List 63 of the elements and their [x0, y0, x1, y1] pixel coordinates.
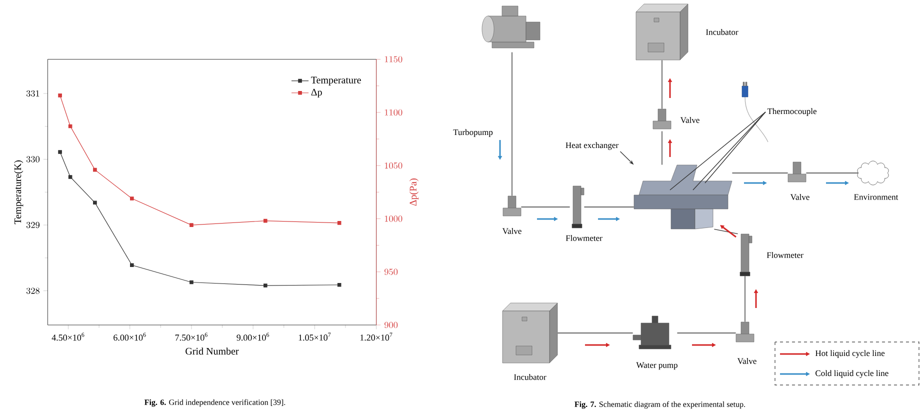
- pipe-line: [676, 332, 736, 334]
- y2-tick-label: 1150: [384, 56, 402, 62]
- point: [93, 200, 97, 205]
- legend-entry: Cold liquid cycle line: [780, 370, 888, 378]
- component-label: Valve: [737, 358, 756, 364]
- y-tick-label: 330: [26, 156, 40, 162]
- component-label: Water pump: [636, 362, 678, 370]
- pipe-line: [557, 332, 634, 334]
- x-tick-label: 7.50×10$^{6}$: [175, 332, 208, 341]
- point: [190, 280, 194, 284]
- y-tick-label: 331: [26, 90, 40, 97]
- x-tick-label: 1.05×10$^{7}$: [298, 332, 331, 341]
- y-tick-label: 329: [26, 222, 40, 228]
- component-label: Valve: [502, 228, 522, 234]
- y2-tick-label: 1100: [384, 109, 402, 116]
- pipe-line: [744, 276, 746, 322]
- component-label: Incubator: [706, 29, 738, 35]
- point: [130, 196, 134, 200]
- point: [58, 150, 62, 154]
- component-label: Incubator: [514, 374, 546, 380]
- x-tick-label: 1.20×10$^{7}$: [360, 332, 392, 341]
- point: [190, 223, 194, 227]
- point: [337, 282, 342, 287]
- legend-label: Temperature: [311, 76, 361, 86]
- pipe-line: [520, 206, 570, 208]
- component-label: Environment: [854, 194, 898, 200]
- component-label: Valve: [680, 116, 700, 123]
- component-label: Flowmeter: [766, 252, 804, 258]
- component-label: Thermocouple: [766, 106, 818, 118]
- figure-caption: Fig. 7. Schematic diagram of the experimental setup.: [574, 401, 746, 409]
- point: [93, 168, 97, 172]
- y-tick-label: 328: [26, 288, 40, 294]
- y2-tick-label: 1000: [384, 216, 402, 222]
- figure-caption: Fig. 6. Grid independence verification [39].: [144, 399, 286, 407]
- point: [130, 263, 134, 268]
- legend-entry: Hot liquid cycle line: [780, 350, 885, 358]
- heat-exchanger-drawing: [634, 164, 732, 230]
- pipe-line: [806, 172, 858, 174]
- y2-tick-label: 1050: [384, 162, 402, 169]
- pipe-line: [584, 206, 634, 208]
- x-tick-label: 4.50×10$^{6}$: [52, 332, 84, 341]
- point: [58, 94, 62, 98]
- pipe-line: [732, 172, 788, 174]
- x-axis-title: Grid Number: [186, 348, 239, 355]
- leader-line: [692, 112, 766, 190]
- component-label: Flowmeter: [566, 235, 602, 241]
- component-label: Valve: [790, 194, 810, 200]
- y2-axis-title: Δp(Pa): [409, 178, 419, 206]
- x-tick-label: 9.00×10$^{6}$: [236, 332, 270, 341]
- legend-label: Δp: [311, 88, 322, 98]
- point: [264, 284, 268, 288]
- point: [337, 221, 342, 225]
- point: [68, 175, 72, 179]
- point: [264, 218, 268, 223]
- pipe-line: [714, 228, 738, 234]
- y2-tick-label: 900: [384, 322, 398, 328]
- y2-tick-label: 950: [384, 268, 398, 275]
- y-axis-title: Temperature(K): [14, 160, 24, 224]
- component-label: Heat exchanger: [564, 140, 620, 152]
- leader-line: [670, 112, 766, 190]
- leader-line: [704, 112, 766, 184]
- x-tick-label: 6.00×10$^{6}$: [114, 332, 146, 341]
- component-label: Turbopump: [453, 129, 493, 137]
